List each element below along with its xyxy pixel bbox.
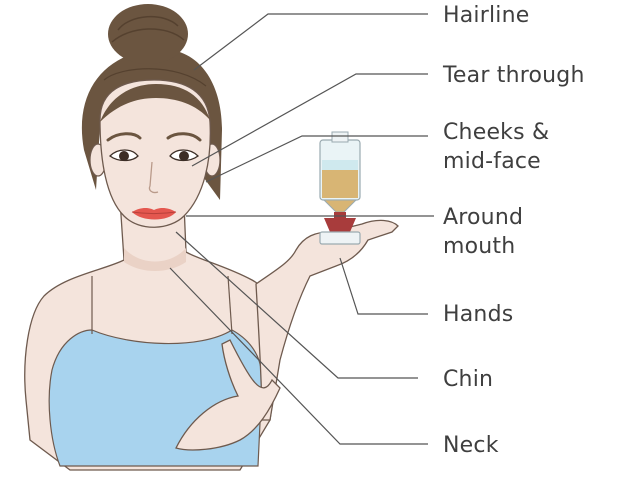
label-tear-through: Tear through <box>443 61 585 90</box>
label-cheeks-midface: Cheeks & mid-face <box>443 118 549 176</box>
leader-hairline <box>194 14 428 70</box>
label-around-mouth: Around mouth <box>443 203 523 261</box>
label-neck: Neck <box>443 431 499 460</box>
label-hairline: Hairline <box>443 1 530 30</box>
label-chin: Chin <box>443 365 493 394</box>
leader-hands <box>340 258 428 314</box>
leader-cheeks <box>206 136 428 182</box>
leader-tear-through <box>192 74 428 166</box>
label-hands: Hands <box>443 300 513 329</box>
